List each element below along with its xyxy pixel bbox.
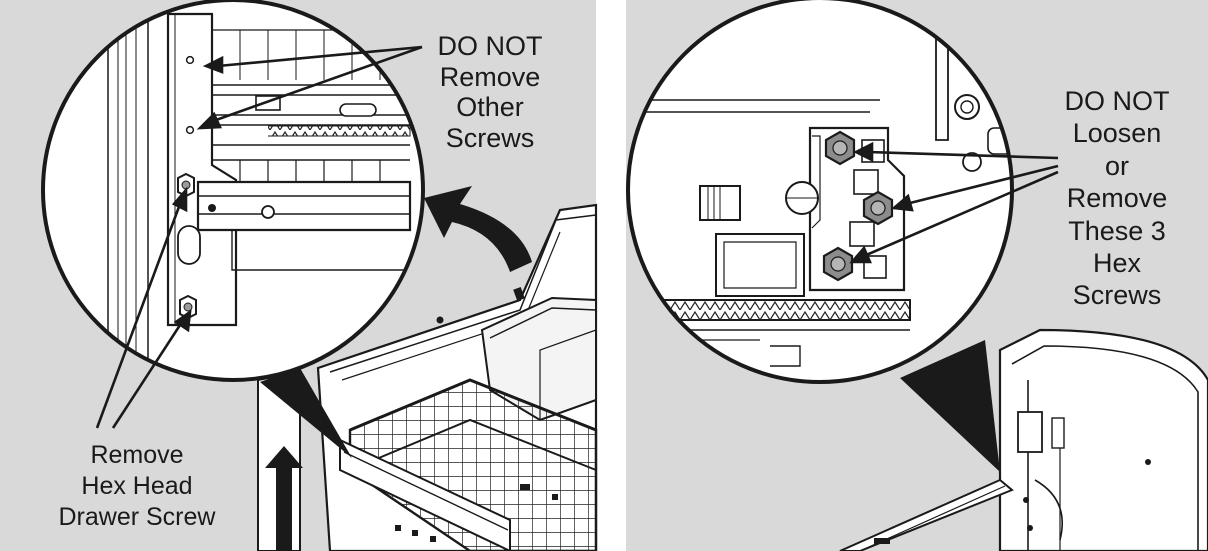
leader-hex-screws <box>95 186 192 429</box>
magnifier-pointer <box>260 368 352 458</box>
callout-line: Hex <box>1092 248 1141 279</box>
callout-do-not-loosen-hex-screws: DO NOT Loosen or Remove These 3 Hex Scre… <box>1038 85 1196 312</box>
callout-line: DO NOT <box>437 31 543 61</box>
left-panel <box>0 0 598 551</box>
door-frame <box>998 328 1208 551</box>
callout-do-not-remove-other-screws: DO NOT Remove Other Screws <box>415 31 565 153</box>
lift-up-arrow <box>265 446 303 551</box>
other-screw-top <box>185 55 195 65</box>
drawer-bin <box>480 296 597 422</box>
leader-other-screws <box>196 45 423 130</box>
left-magnifier <box>41 0 425 382</box>
leader-three-hex-screws <box>849 141 1059 264</box>
hex-screw-3 <box>822 246 854 282</box>
drawer-slide-rail <box>339 438 558 551</box>
right-magnifier-pointer <box>900 340 1000 472</box>
hex-screw-2 <box>862 190 894 226</box>
right-panel <box>626 0 1208 551</box>
callout-line: Remove <box>90 441 184 469</box>
right-magnifier <box>626 0 1014 384</box>
callout-line: Loosen <box>1072 118 1162 149</box>
callout-line: Screws <box>445 122 535 153</box>
lift-curved-arrow <box>424 186 532 272</box>
callout-line: or <box>1104 150 1129 181</box>
callout-line: These 3 <box>1068 215 1166 246</box>
callout-line: Remove <box>439 61 541 92</box>
other-screw-bottom <box>185 125 195 135</box>
callout-line: Hex Head <box>81 472 193 500</box>
callout-line: Other <box>456 92 524 122</box>
callout-line: Drawer Screw <box>58 503 216 531</box>
right-slide-rail <box>839 478 1014 551</box>
callout-line: Remove <box>1066 183 1168 214</box>
hex-screw-1 <box>824 130 856 166</box>
callout-remove-hex-head-drawer-screw: Remove Hex Head Drawer Screw <box>52 440 222 533</box>
callout-line: Screws <box>1072 280 1162 311</box>
callout-line: DO NOT <box>1064 86 1170 116</box>
